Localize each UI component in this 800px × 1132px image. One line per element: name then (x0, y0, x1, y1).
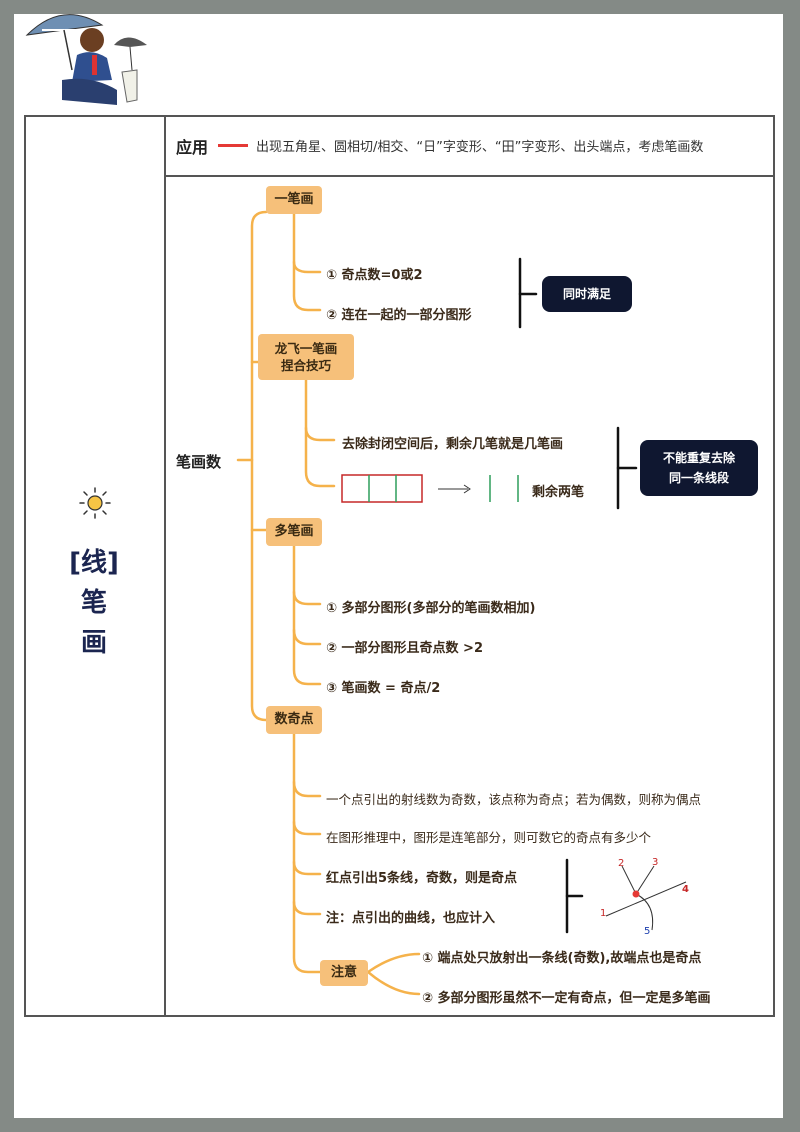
odd-points-item-2: 在图形推理中，图形是连笔部分，则可数它的奇点有多少个 (326, 830, 652, 845)
odd-points-item-4: 注：点引出的曲线，也应计入 (326, 911, 496, 926)
dragon-title-line1: 龙飞一笔画 (274, 341, 338, 356)
page: [线] 笔 画 应用 出现五角星、圆相切/相交、“日”字变形、“田”字变形、出头… (14, 14, 783, 1118)
attention-node: 注意 (320, 960, 368, 986)
application-label: 应用 (176, 138, 209, 157)
sidebar-title-line2: 笔 (80, 588, 107, 618)
application-text: 出现五角星、圆相切/相交、“日”字变形、“田”字变形、出头端点，考虑笔画数 (256, 140, 704, 155)
diagram-label-3: 3 (652, 857, 658, 868)
diagram-label-5: 5 (644, 926, 650, 936)
sidebar-title-line1: [线] (69, 548, 119, 578)
dragon-example-figure (341, 474, 519, 503)
branch-lines (236, 210, 638, 996)
one-stroke-item-2: ② 连在一起的一部分图形 (326, 308, 472, 323)
header-divider (164, 175, 775, 177)
odd-points-item-3: 红点引出5条线，奇数，则是奇点 (326, 871, 518, 886)
dragon-technique-node: 龙飞一笔画 捏合技巧 (258, 334, 354, 380)
dragon-item-2-label: 剩余两笔 (532, 485, 585, 500)
odd-points-item-1: 一个点引出的射线数为奇数，该点称为奇点；若为偶数，则称为偶点 (326, 792, 702, 807)
dragon-title-line2: 捏合技巧 (280, 358, 331, 373)
odd-points-node: 数奇点 (266, 706, 322, 734)
multi-stroke-item-1: ① 多部分图形(多部分的笔画数相加) (326, 601, 536, 616)
root-node: 笔画数 (176, 453, 222, 471)
attention-item-2: ② 多部分图形虽然不一定有奇点，但一定是多笔画 (422, 991, 711, 1006)
sun-icon (79, 487, 111, 519)
satisfy-both-note: 同时满足 (542, 276, 632, 312)
no-repeat-note-line2: 同一条线段 (668, 471, 729, 485)
sidebar-divider (164, 115, 166, 1017)
umbrella-girl-illustration (25, 14, 147, 105)
multi-stroke-item-3: ③ 笔画数 = 奇点/2 (326, 681, 441, 696)
dragon-item-1: 去除封闭空间后，剩余几笔就是几笔画 (342, 437, 564, 452)
sidebar-title-line3: 画 (80, 628, 107, 658)
one-stroke-item-1: ① 奇点数=0或2 (326, 268, 423, 283)
application-dash (218, 144, 248, 147)
diagram-label-1: 1 (600, 908, 606, 919)
no-repeat-note-line1: 不能重复去除 (662, 451, 735, 465)
diagram-label-2: 2 (618, 858, 624, 869)
one-stroke-node: 一笔画 (266, 186, 322, 214)
no-repeat-note: 不能重复去除 同一条线段 (640, 440, 758, 496)
diagram-label-4: 4 (682, 884, 689, 895)
multi-stroke-node: 多笔画 (266, 518, 322, 546)
attention-item-1: ① 端点处只放射出一条线(奇数),故端点也是奇点 (422, 951, 702, 966)
multi-stroke-item-2: ② 一部分图形且奇点数 >2 (326, 641, 483, 656)
odd-point-diagram: 1 2 3 4 5 (600, 857, 689, 936)
outer-frame (24, 115, 775, 1017)
